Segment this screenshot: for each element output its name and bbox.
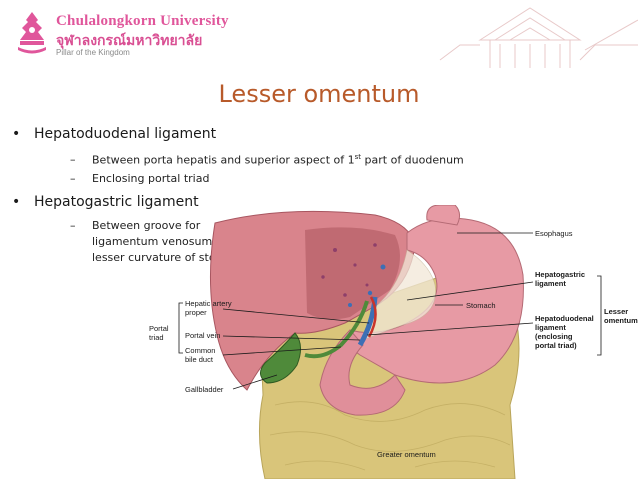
label-common-bile-duct: Common bbox=[185, 346, 215, 355]
bullet-icon: • bbox=[12, 194, 21, 210]
label-hepatogastric-2: ligament bbox=[535, 279, 566, 288]
sub-bullet-ligamentum-venosum: – Between groove for ligamentum venosum … bbox=[70, 218, 262, 266]
sub-bullet-line: ligamentum venosum and bbox=[92, 235, 237, 248]
bullet-text: Hepatoduodenal ligament bbox=[34, 126, 217, 142]
slide-title: Lesser omentum bbox=[218, 80, 420, 108]
common-bile-duct bbox=[304, 300, 369, 359]
label-hepatoduodenal-4: portal triad) bbox=[535, 341, 577, 350]
dash-icon: – bbox=[70, 153, 76, 166]
sub-bullet-line: Between groove for bbox=[92, 219, 201, 232]
label-common-bile-duct-2: bile duct bbox=[185, 355, 214, 364]
bullet-icon: • bbox=[12, 126, 21, 142]
sub-bullet-text: Enclosing portal triad bbox=[92, 172, 210, 185]
label-gallbladder: Gallbladder bbox=[185, 385, 224, 394]
label-hepatogastric: Hepatogastric bbox=[535, 270, 585, 279]
bullet-hepatoduodenal: • Hepatoduodenal ligament bbox=[12, 126, 217, 142]
label-hepatoduodenal-2: ligament bbox=[535, 323, 566, 332]
university-logo: Chulalongkorn University จุฬาลงกรณ์มหาวิ… bbox=[14, 10, 229, 62]
label-portal-triad: Portal bbox=[149, 324, 169, 333]
portal-vein bbox=[357, 296, 378, 347]
dash-icon: – bbox=[70, 172, 76, 185]
sub-bullet-superscript: st bbox=[354, 153, 362, 161]
temple-watermark bbox=[439, 7, 638, 68]
sub-bullet-text: Between porta hepatis and superior aspec… bbox=[92, 153, 355, 167]
duodenum-shape bbox=[319, 329, 406, 416]
label-hepatic-artery-2: proper bbox=[185, 308, 207, 317]
esophagus-shape bbox=[426, 205, 461, 226]
label-greater-omentum: Greater omentum bbox=[377, 450, 436, 459]
university-seal-icon bbox=[18, 12, 46, 54]
bullet-text: Hepatogastric ligament bbox=[34, 194, 199, 210]
label-esophagus: Esophagus bbox=[535, 229, 573, 238]
university-name-thai: จุฬาลงกรณ์มหาวิทยาลัย bbox=[56, 32, 203, 48]
label-portal-triad-2: triad bbox=[149, 333, 164, 342]
sub-bullet-line: lesser curvature of stomach bbox=[92, 251, 247, 264]
dash-icon: – bbox=[70, 219, 76, 232]
label-portal-vein: Portal vein bbox=[185, 331, 220, 340]
lesser-omentum-sheet bbox=[362, 249, 436, 341]
university-name: Chulalongkorn University bbox=[56, 13, 229, 29]
bullet-hepatogastric: • Hepatogastric ligament bbox=[12, 194, 199, 210]
label-lesser-omentum-2: omentum bbox=[604, 316, 638, 325]
sub-bullet-portal-triad: – Enclosing portal triad bbox=[70, 172, 210, 185]
sub-bullet-porta-hepatis: – Between porta hepatis and superior asp… bbox=[70, 153, 464, 167]
sub-bullet-text-end: part of duodenum bbox=[361, 153, 464, 167]
liver-cut-surface bbox=[305, 227, 400, 320]
label-stomach: Stomach bbox=[466, 301, 496, 310]
gallbladder-shape bbox=[260, 332, 301, 384]
label-hepatoduodenal: Hepatoduodenal bbox=[535, 314, 594, 323]
label-hepatoduodenal-3: (enclosing bbox=[535, 332, 573, 341]
label-hepatic-artery: Hepatic artery bbox=[185, 299, 232, 308]
university-tagline: Pillar of the Kingdom bbox=[56, 48, 130, 57]
label-lesser-omentum: Lesser bbox=[604, 307, 628, 316]
hepatic-artery bbox=[367, 296, 377, 338]
anatomy-illustration: Esophagus Hepatogastric ligament Stomach… bbox=[149, 205, 638, 479]
